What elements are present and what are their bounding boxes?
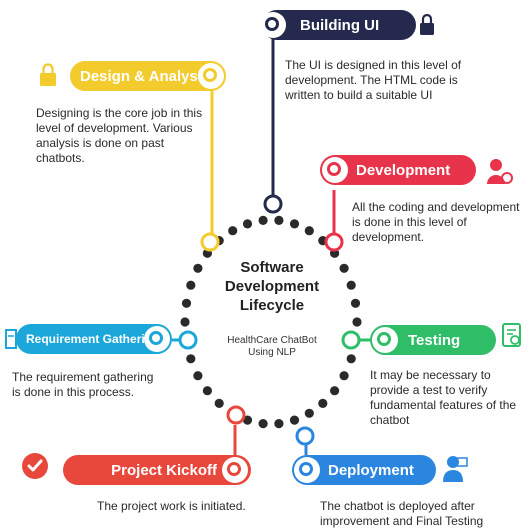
lifecycle-ring — [180, 215, 362, 429]
stage-requirement-gathering: Requirement Gathering — [16, 324, 172, 354]
ring-dot — [352, 317, 362, 327]
ring-dot — [242, 415, 253, 425]
node-design — [200, 232, 220, 252]
center-title-line3: Lifecycle — [239, 297, 305, 314]
ring-dot — [186, 354, 196, 364]
ring-dot — [304, 408, 314, 418]
kickoff-description: The project work is initiated. — [97, 499, 246, 513]
testing-badge — [372, 327, 398, 353]
ring-dot — [214, 398, 224, 408]
node-development — [324, 232, 344, 252]
ring-dot — [318, 398, 328, 408]
ring-dot — [274, 419, 284, 429]
ring-dot — [304, 226, 314, 236]
ring-dot — [339, 371, 349, 381]
stage-label: Deployment — [328, 461, 414, 479]
testing-description: It may be necessary to provide a test to… — [370, 368, 517, 427]
connector-lines — [172, 38, 372, 455]
ring-dot — [339, 263, 349, 273]
stage-label: Building UI — [300, 16, 380, 34]
stage-label: Project Kickoff — [111, 461, 217, 479]
ring-dot — [346, 280, 356, 290]
lock-icon — [420, 13, 434, 35]
node-building-ui — [263, 194, 283, 214]
ring-dot — [186, 280, 196, 290]
node-testing — [341, 330, 361, 350]
node-requirement — [178, 330, 198, 350]
ring-dot — [350, 298, 361, 308]
building-ui-description: The UI is designed in this level of deve… — [285, 58, 462, 102]
checkmark-icon — [22, 453, 48, 479]
center-title: Software Development Lifecycle — [205, 258, 339, 315]
deployment-description: The chatbot is deployed after improvemen… — [320, 499, 484, 528]
requirement-badge — [144, 326, 170, 352]
center-subtitle: HealthCare ChatBot Using NLP — [227, 335, 317, 358]
clipboard-icon — [5, 329, 17, 349]
test-report-icon — [502, 323, 521, 347]
building-ui-badge — [260, 12, 286, 38]
ring-dot — [289, 415, 300, 425]
ring-dot — [274, 215, 284, 225]
ring-dot — [193, 371, 203, 381]
node-kickoff — [226, 405, 246, 425]
ring-dot — [193, 263, 203, 273]
ring-dot — [289, 219, 300, 229]
kickoff-badge — [222, 457, 248, 483]
ring-dot — [346, 354, 356, 364]
node-deployment — [295, 426, 315, 446]
ring-dot — [258, 419, 268, 429]
presenter-icon — [443, 456, 468, 482]
ring-dot — [228, 226, 238, 236]
ring-dot — [258, 215, 268, 225]
development-description: All the coding and development is done i… — [352, 200, 520, 244]
stage-label: Development — [356, 161, 451, 179]
ring-dot — [242, 219, 253, 229]
ring-dot — [330, 386, 340, 396]
development-badge — [322, 157, 348, 183]
lock-icon — [40, 63, 56, 86]
stage-label: Testing — [408, 331, 461, 349]
stage-label: Design & Analysis — [80, 67, 211, 85]
ring-dot — [180, 317, 190, 327]
ring-dot — [202, 386, 212, 396]
design-badge — [198, 63, 224, 89]
stage-building-ui: Building UI — [262, 10, 416, 40]
connector-nodes — [178, 194, 361, 446]
stage-label: Requirement Gathering — [26, 332, 160, 346]
center-title-line1: Software — [240, 259, 304, 276]
stage-project-kickoff: Project Kickoff — [63, 455, 251, 485]
design-description: Designing is the core job in this level … — [36, 106, 203, 165]
ring-dot — [181, 298, 192, 308]
developer-icon — [487, 159, 513, 184]
requirement-description: The requirement gathering is done in thi… — [12, 370, 154, 399]
center-title-line2: Development — [224, 278, 320, 295]
deployment-badge — [294, 457, 320, 483]
